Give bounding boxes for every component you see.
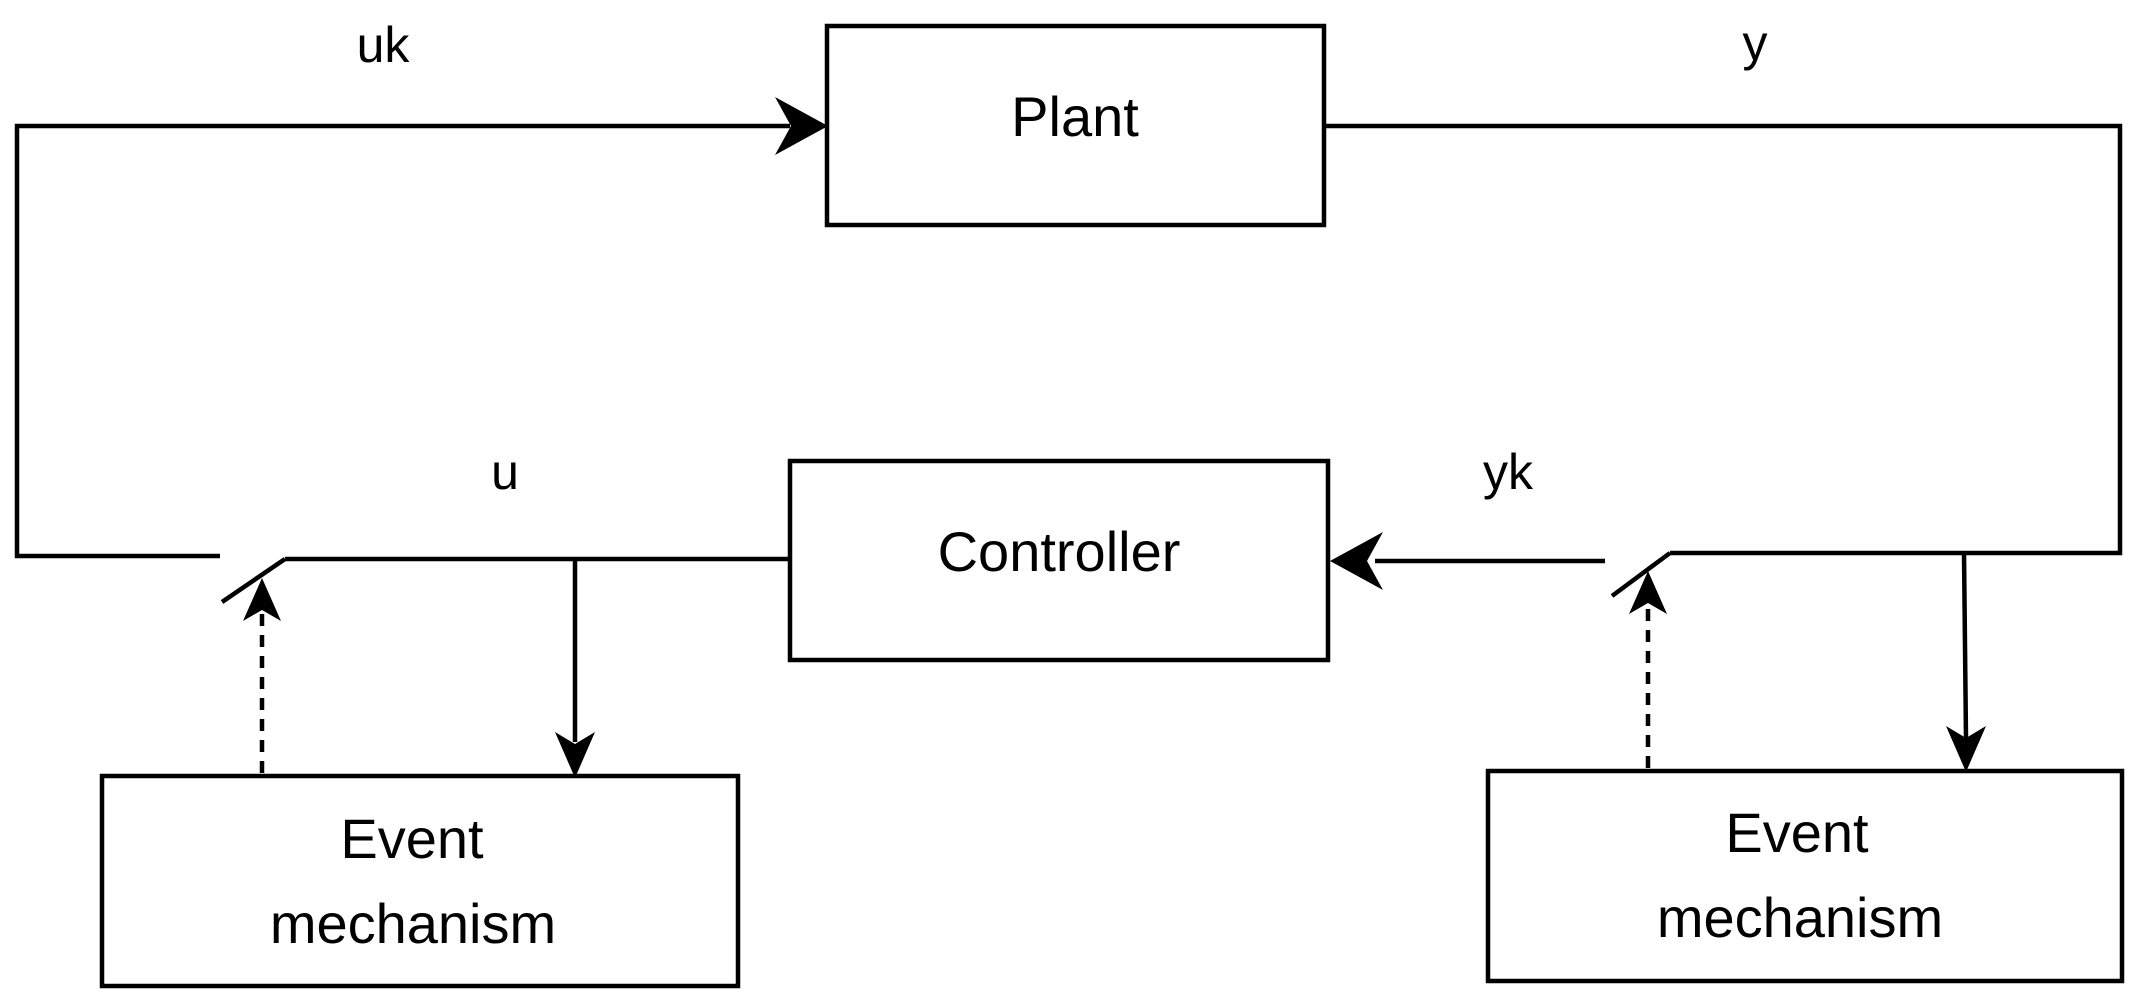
left-trigger-arrowhead — [243, 578, 281, 621]
controller-input-arrowhead — [1330, 532, 1383, 590]
left-event-mechanism-block: Event mechanism — [99, 773, 741, 989]
plant-input-arrowhead — [775, 97, 828, 155]
left-event-mechanism-label-line2: mechanism — [270, 892, 556, 955]
left-event-input-arrowhead — [555, 732, 595, 778]
uk-signal-label: uk — [357, 17, 411, 73]
plant-block: Plant — [824, 23, 1327, 228]
right-event-mechanism-block: Event mechanism — [1485, 768, 2125, 984]
y-branch-wire — [1961, 552, 1969, 739]
left-event-mechanism-label-line1: Event — [340, 807, 484, 870]
yk-signal-label: yk — [1483, 444, 1534, 500]
uk-signal-wire — [14, 123, 790, 559]
left-switch — [220, 557, 287, 604]
y-signal-wire — [1324, 123, 2123, 556]
y-signal-label: y — [1743, 15, 1768, 71]
plant-label: Plant — [1011, 85, 1139, 148]
right-trigger-arrowhead — [1629, 571, 1667, 614]
u-signal-label: u — [491, 444, 519, 500]
right-event-mechanism-label-line2: mechanism — [1657, 886, 1943, 949]
right-event-mechanism-label-line1: Event — [1725, 801, 1869, 864]
right-event-input-arrowhead — [1946, 726, 1986, 772]
controller-label: Controller — [938, 520, 1181, 583]
right-switch — [1610, 551, 1672, 598]
controller-block: Controller — [787, 458, 1331, 663]
